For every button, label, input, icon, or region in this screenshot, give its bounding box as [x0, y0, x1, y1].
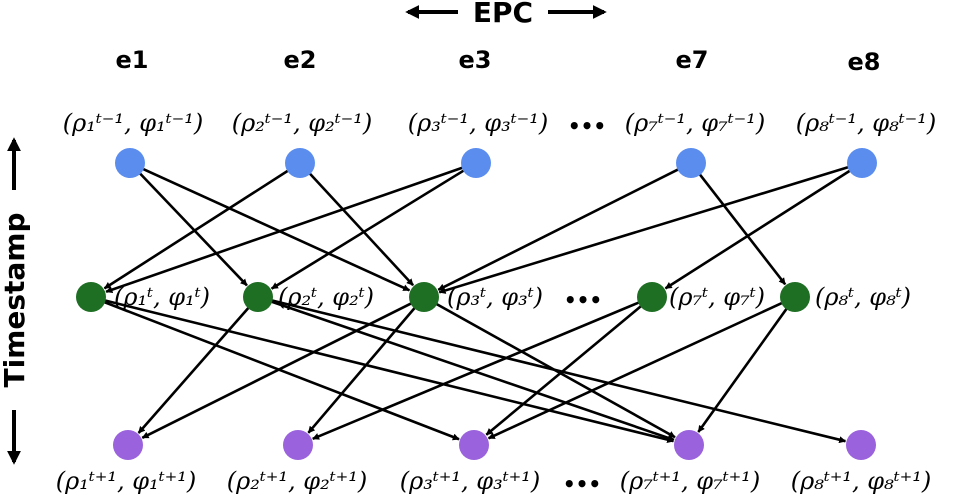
middle-node-e3 [409, 282, 439, 312]
middle-label-7: (ρ₇ᵗ, φ₇ᵗ) [669, 283, 765, 311]
bottom-label-7: (ρ₇ᵗ⁺¹, φ₇ᵗ⁺¹) [620, 467, 761, 495]
edge-middle-e2-to-bottom-e1 [137, 305, 251, 434]
column-header-e2: e2 [284, 46, 317, 74]
top-ellipsis: ••• [568, 114, 606, 138]
middle-ellipsis: ••• [564, 288, 602, 312]
middle-node-e8 [780, 282, 810, 312]
bottom-node-e2 [283, 430, 313, 460]
edges [102, 165, 852, 444]
edge-middle-e7-to-bottom-e2 [312, 300, 641, 441]
epc-label: EPC [473, 0, 533, 29]
bottom-label-2: (ρ₂ᵗ⁺¹, φ₂ᵗ⁺¹) [227, 467, 368, 495]
edge-top-e2-to-middle-e1 [103, 168, 290, 290]
top-node-e7 [676, 148, 706, 178]
bottom-node-e3 [459, 430, 489, 460]
edge-top-e3-to-middle-e1 [105, 166, 465, 293]
top-node-e8 [847, 148, 877, 178]
nodes [76, 148, 877, 460]
bottom-node-e1 [113, 430, 143, 460]
top-label-2: (ρ₂ᵗ⁻¹, φ₂ᵗ⁻¹) [232, 109, 373, 137]
column-header-e8: e8 [848, 48, 881, 76]
middle-label-1: (ρ₁ᵗ, φ₁ᵗ) [114, 283, 210, 311]
edge-top-e3-to-middle-e2 [270, 168, 466, 290]
middle-node-e1 [76, 282, 106, 312]
top-node-e1 [115, 148, 145, 178]
edge-top-e1-to-middle-e3 [141, 167, 411, 292]
top-node-e3 [461, 148, 491, 178]
bottom-label-1: (ρ₁ᵗ⁺¹, φ₁ᵗ⁺¹) [56, 467, 197, 495]
top-row-labels: (ρ₁ᵗ⁻¹, φ₁ᵗ⁻¹) (ρ₂ᵗ⁻¹, φ₂ᵗ⁻¹) (ρ₃ᵗ⁻¹, φ₃… [63, 109, 937, 138]
top-label-1: (ρ₁ᵗ⁻¹, φ₁ᵗ⁻¹) [63, 109, 204, 137]
top-label-7: (ρ₇ᵗ⁻¹, φ₇ᵗ⁻¹) [625, 109, 766, 137]
edge-top-e8-to-middle-e3 [438, 165, 850, 294]
edge-middle-e1-to-bottom-e7 [103, 298, 675, 444]
edge-middle-e2-to-bottom-e7 [269, 299, 675, 442]
bottom-row-labels: (ρ₁ᵗ⁺¹, φ₁ᵗ⁺¹) (ρ₂ᵗ⁺¹, φ₂ᵗ⁺¹) (ρ₃ᵗ⁺¹, φ₃… [56, 467, 932, 496]
edge-middle-e1-to-bottom-e3 [102, 300, 460, 441]
middle-label-3: (ρ₃ᵗ, φ₃ᵗ) [447, 283, 543, 311]
edge-middle-e3-to-bottom-e7 [434, 302, 676, 439]
middle-node-e2 [243, 282, 273, 312]
edge-top-e2-to-middle-e3 [307, 171, 415, 287]
edge-top-e1-to-middle-e2 [138, 171, 248, 287]
column-header-e3: e3 [459, 46, 492, 74]
middle-row-labels: (ρ₁ᵗ, φ₁ᵗ) (ρ₂ᵗ, φ₂ᵗ) (ρ₃ᵗ, φ₃ᵗ) ••• (ρ₇… [114, 283, 911, 312]
column-header-e1: e1 [116, 46, 149, 74]
column-header-e7: e7 [676, 46, 709, 74]
column-headers: e1 e2 e3 e7 e8 [116, 46, 881, 76]
timestamp-label: Timestamp [0, 212, 31, 387]
edge-middle-e8-to-bottom-e3 [487, 301, 784, 440]
bottom-label-3: (ρ₃ᵗ⁺¹, φ₃ᵗ⁺¹) [400, 467, 541, 495]
edge-top-e7-to-middle-e3 [437, 167, 680, 291]
top-node-e2 [285, 148, 315, 178]
edge-top-e8-to-middle-e7 [664, 168, 852, 290]
edge-middle-e3-to-bottom-e1 [141, 301, 413, 440]
top-label-3: (ρ₃ᵗ⁻¹, φ₃ᵗ⁻¹) [408, 109, 549, 137]
middle-label-8: (ρ₈ᵗ, φ₈ᵗ) [815, 283, 911, 311]
bottom-node-e7 [674, 430, 704, 460]
edge-top-e7-to-middle-e8 [697, 172, 787, 286]
bottom-ellipsis: ••• [563, 472, 601, 496]
bottom-label-8: (ρ₈ᵗ⁺¹, φ₈ᵗ⁺¹) [791, 467, 932, 495]
bottom-node-e8 [846, 430, 876, 460]
middle-node-e7 [637, 282, 667, 312]
top-label-8: (ρ₈ᵗ⁻¹, φ₈ᵗ⁻¹) [796, 109, 937, 137]
edge-middle-e7-to-bottom-e3 [485, 304, 643, 436]
epc-axis: EPC [405, 0, 607, 29]
edge-middle-e8-to-bottom-e7 [697, 306, 789, 433]
timestamp-axis: Timestamp [0, 137, 31, 465]
middle-label-2: (ρ₂ᵗ, φ₂ᵗ) [278, 283, 374, 311]
edge-middle-e3-to-bottom-e2 [307, 306, 417, 434]
